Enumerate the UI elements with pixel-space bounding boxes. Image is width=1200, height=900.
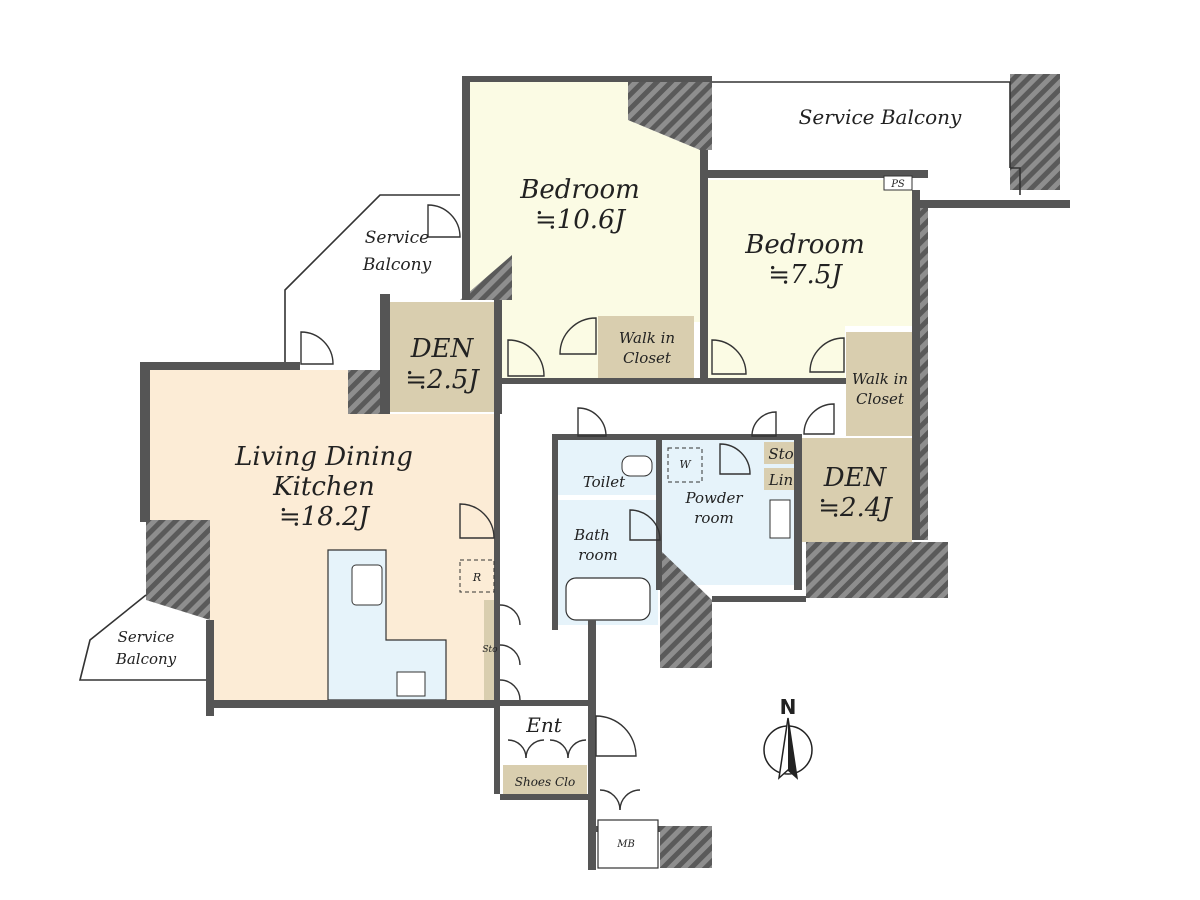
sto-small-area — [764, 442, 798, 464]
walkin-1-line2: Closet — [623, 349, 672, 367]
sto-small-label: Sto — [768, 445, 793, 463]
den-1-name: DEN — [410, 334, 475, 364]
powder-line2: room — [694, 509, 733, 527]
sto-right-label: Sto — [482, 645, 498, 655]
bathtub — [565, 577, 651, 621]
walkin-2-area — [846, 332, 912, 436]
walkin-2-line2: Closet — [856, 390, 905, 408]
bath-line2: room — [578, 546, 617, 564]
den-2-area — [800, 438, 912, 542]
bedroom-2-size: ≒7.5J — [768, 260, 843, 290]
compass: N — [763, 695, 813, 780]
toilet-label: Toilet — [583, 473, 626, 491]
balcony-left-line1: Service — [118, 628, 175, 646]
fridge-box — [459, 559, 495, 593]
ldk-size: ≒18.2J — [279, 502, 371, 532]
walkin-1-area — [598, 316, 694, 378]
balcony-left-line2: Balcony — [115, 650, 177, 668]
bedroom-1-name: Bedroom — [519, 175, 640, 205]
entrance-label: Ent — [525, 713, 562, 737]
den-2-size: ≒2.4J — [818, 493, 893, 523]
balcony-mid-line2: Balcony — [362, 255, 432, 275]
den-1-area — [388, 302, 496, 412]
mb-label: MB — [616, 839, 635, 850]
washer-label: W — [679, 458, 692, 471]
service-balcony-left-outline — [78, 594, 206, 681]
ldk-area — [150, 370, 496, 700]
walkin-1-line1: Walk in — [619, 329, 675, 347]
bedroom-1-area — [470, 82, 700, 378]
ldk-name-line2: Kitchen — [272, 472, 375, 502]
shoes-closet-label: Shoes Clo — [515, 775, 576, 789]
walls — [140, 76, 1070, 870]
shoes-closet-area — [503, 765, 587, 795]
bedroom-1-size: ≒10.6J — [535, 205, 627, 235]
ldk-name-line1: Living Dining — [234, 442, 413, 472]
walkin-2-line1: Walk in — [852, 370, 908, 388]
service-balcony-mid-outline — [284, 194, 460, 362]
service-balcony-top-outline — [712, 81, 1011, 168]
balcony-mid-line1: Service — [365, 228, 429, 248]
mb-box — [597, 819, 659, 869]
powder-sink — [769, 499, 791, 539]
powder-line1: Powder — [684, 489, 743, 507]
ps-box — [883, 175, 913, 191]
balcony-top-label: Service Balcony — [799, 105, 962, 129]
doors — [300, 204, 845, 811]
washer-box — [667, 447, 703, 483]
den-1-size: ≒2.5J — [405, 365, 480, 395]
toilet-fixture — [621, 455, 653, 477]
lin-label: Lin — [768, 471, 793, 489]
den-2-name: DEN — [823, 463, 888, 493]
ps-label: PS — [890, 179, 905, 190]
bedroom-2-area — [706, 180, 912, 378]
stove — [396, 671, 426, 697]
lin-area — [764, 468, 798, 490]
fridge-label: R — [472, 571, 481, 584]
compass-label: N — [780, 695, 797, 719]
sto-right-area — [484, 600, 496, 700]
sink — [351, 564, 383, 606]
bedroom-2-name: Bedroom — [744, 230, 865, 260]
bath-line1: Bath — [573, 526, 610, 544]
